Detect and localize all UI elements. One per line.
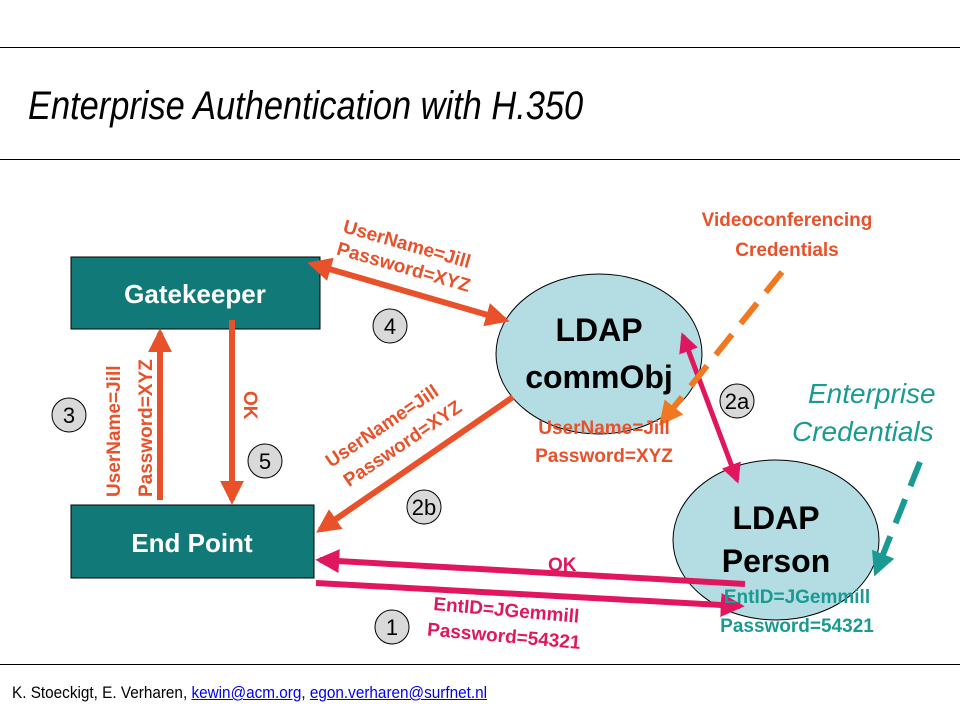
arrow-step2b [316, 394, 515, 533]
endpoint-label: End Point [131, 528, 253, 558]
commobj-password: Password=XYZ [535, 446, 673, 467]
step3-password: Password=XYZ [136, 359, 157, 497]
step-2b-text: 2b [412, 495, 436, 520]
arrow-ok-person [315, 549, 746, 587]
step-5-marker: 5 [247, 443, 283, 479]
footer-rule [0, 664, 960, 665]
arrow-videoconf [659, 270, 785, 426]
step-1-text: 1 [386, 615, 398, 640]
step4-credentials: UserName=Jill Password=XYZ [334, 217, 473, 297]
person-entid: EntID=JGemmill [724, 587, 870, 608]
gatekeeper-label: Gatekeeper [124, 279, 266, 309]
arrow-step1 [315, 580, 745, 617]
step-3-marker: 3 [51, 397, 87, 433]
step-4-text: 4 [384, 314, 396, 339]
step1-credentials: EntID=JGemmill Password=54321 [426, 594, 581, 654]
footer-email-kewin[interactable]: kewin@acm.org [191, 683, 302, 702]
slide-title: Enterprise Authentication with H.350 [28, 84, 584, 128]
footer: K. Stoeckigt, E. Verharen, kewin@acm.org… [12, 683, 487, 703]
step-3-text: 3 [63, 403, 75, 428]
step-2a-text: 2a [725, 389, 750, 414]
arrow-step2a [679, 332, 741, 484]
title-rule [0, 159, 960, 160]
enterprise-label-1: Enterprise [808, 378, 936, 409]
person-ok-label: OK [548, 555, 577, 576]
footer-email-egon[interactable]: egon.verharen@surfnet.nl [309, 683, 488, 702]
arrow-enterprise [871, 460, 923, 577]
ldap-commobj-label-1: LDAP [555, 312, 642, 348]
step-4-marker: 4 [372, 308, 408, 344]
gatekeeper-box [70, 256, 321, 330]
commobj-username: UserName=Jill [538, 418, 670, 439]
step5-ok-label: OK [239, 391, 260, 420]
videoconf-label-2: Credentials [735, 240, 838, 261]
ldap-person-label-2: Person [722, 543, 830, 579]
step-2b-marker: 2b [406, 489, 442, 525]
ldap-commobj-label-2: commObj [525, 359, 673, 395]
step-5-text: 5 [259, 449, 271, 474]
arrow-step4 [307, 257, 510, 327]
endpoint-box [70, 504, 315, 579]
step3-username: UserName=Jill [104, 366, 125, 498]
videoconf-label-1: Videoconferencing [702, 210, 873, 231]
ldap-person-label-1: LDAP [732, 500, 819, 536]
footer-separator: , [301, 683, 310, 702]
step-1-marker: 1 [374, 609, 410, 645]
top-rule [0, 47, 960, 48]
person-password: Password=54321 [720, 616, 874, 637]
enterprise-label-2: Credentials [792, 416, 934, 447]
footer-authors: K. Stoeckigt, E. Verharen, [12, 683, 192, 702]
step3-credentials: UserName=Jill Password=XYZ [104, 359, 157, 497]
step-2a-marker: 2a [719, 383, 755, 419]
